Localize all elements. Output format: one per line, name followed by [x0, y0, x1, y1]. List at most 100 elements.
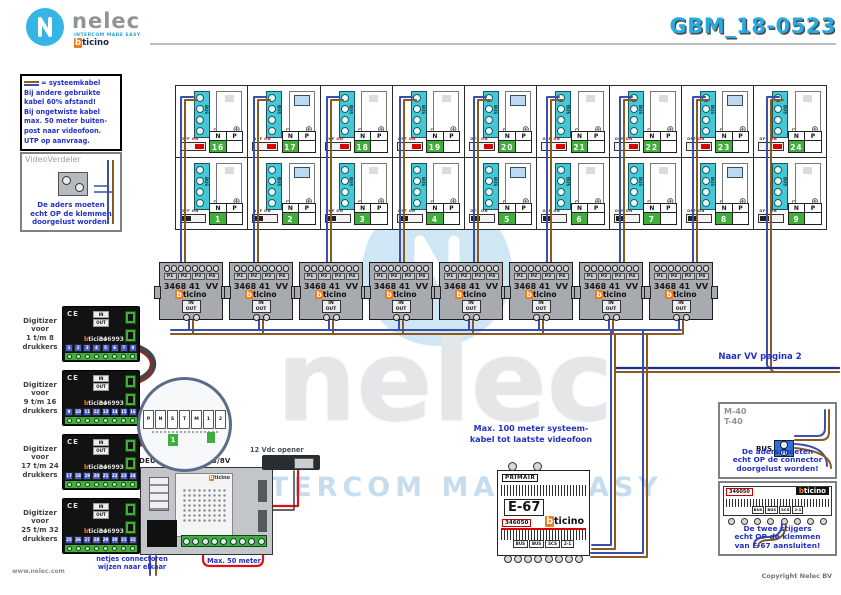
- bus-terminal: BUS: [772, 91, 789, 138]
- digitizer-row: Digitizer voor 1 t/m 8 drukkers CE IN OU…: [18, 306, 142, 362]
- dip-switch-labels: OFF ON: [759, 209, 778, 213]
- dip-switch-labels: OFF ON: [325, 137, 344, 141]
- website-url: www.nelec.com: [12, 568, 65, 575]
- brand-tagline: INTERCOM MADE EASY: [74, 33, 141, 38]
- videophone-screen: [293, 167, 310, 178]
- dip-switch: [758, 214, 785, 223]
- ce-mark: CE: [67, 374, 79, 382]
- digitizer-stack: Digitizer voor 1 t/m 8 drukkers CE IN OU…: [18, 306, 142, 562]
- legend-text: = systeemkabel: [41, 79, 101, 87]
- videophone-front-panel: [650, 163, 677, 208]
- p-value-cell: [804, 212, 822, 225]
- opener-label: 12 Vdc opener: [250, 446, 304, 454]
- dip-switch-labels: OFF ON: [181, 137, 199, 141]
- bus-terminal-label: BUS: [710, 105, 716, 115]
- videoverdeler-title: VideoVerdeler: [25, 155, 81, 164]
- psu-model: E-67: [504, 499, 545, 516]
- bticino-logo: bticino: [246, 290, 277, 299]
- dip-switch: [686, 142, 713, 151]
- dip-indicator: [556, 144, 566, 149]
- digitizer-model-number: 346993: [98, 400, 124, 407]
- button-hole-grid: [182, 488, 228, 524]
- door-opener-icon: [262, 455, 320, 470]
- digitizer-row: Digitizer voor 25 t/m 32 drukkers CE IN …: [18, 498, 142, 554]
- video-distributor-unit: P1 P2 P3 P4 3468 41 VV bticino IN OUT: [644, 262, 718, 322]
- nelec-logo-icon: [26, 8, 64, 46]
- vv-terminals: P1 P2 P3 P4: [230, 263, 292, 280]
- videophone-front-panel: [216, 91, 243, 136]
- address-number-badge: 18: [353, 140, 372, 153]
- ribbon-connector: [147, 520, 177, 547]
- dip-indicator: [254, 216, 264, 221]
- videoverdeler-wires: [94, 160, 114, 224]
- bus-terminal: BUS: [555, 91, 572, 138]
- dip-switch: [396, 142, 423, 151]
- p-value-cell: [514, 140, 533, 153]
- m40-note: De aders moeten echt OP de connector doo…: [732, 446, 823, 474]
- vv-in-out-terminal: IN OUT: [391, 300, 411, 314]
- dip-switch-labels: OFF ON: [397, 137, 416, 141]
- ce-mark: CE: [67, 310, 79, 318]
- bus-terminal-label: BUS: [637, 105, 643, 115]
- header-divider: [150, 43, 836, 45]
- dip-indicator: [339, 144, 349, 149]
- bticino-logo: bticino: [316, 290, 347, 299]
- dip-switch: [469, 214, 496, 223]
- dip-switch: [252, 142, 279, 151]
- dip-switch-labels: OFF ON: [470, 137, 488, 141]
- dip-switch: [252, 214, 279, 223]
- dip-switch-labels: OFF ON: [614, 209, 633, 213]
- videophone-unit: BUS ⌐ OFF ON NP 24: [753, 85, 827, 158]
- bticino-logo: bticino: [456, 290, 487, 299]
- address-number-badge: 9: [787, 212, 806, 225]
- connectors-note: netjes connectoren wijzen naar elkaar: [96, 555, 168, 571]
- dip-indicator: [760, 216, 770, 221]
- videophone-screen: [727, 167, 744, 178]
- bus-terminal-label: BUS: [204, 105, 209, 115]
- ce-mark: CE: [67, 502, 79, 510]
- videophone-unit: BUS ⌐ OFF ON NP 8: [681, 157, 755, 230]
- digitizer-model-number: 346993: [98, 464, 124, 471]
- videophone-screen: [510, 95, 527, 106]
- vv-in-out-terminal: IN OUT: [321, 300, 341, 314]
- dip-switch: [324, 214, 351, 223]
- dip-indicator: [182, 216, 191, 221]
- psu-terminals: BUS BUS SCS 2-1: [501, 539, 586, 548]
- address-number-badge: 24: [787, 140, 806, 153]
- address-number-badge: 22: [643, 140, 661, 153]
- address-badge-secondary: [207, 432, 215, 443]
- bus-terminal: BUS: [627, 163, 644, 210]
- videophone-front-panel: [433, 91, 460, 136]
- ribbon-socket-in: [125, 375, 136, 388]
- videophone-front-panel: [577, 91, 604, 136]
- bus-terminal-label: BUS: [782, 105, 788, 115]
- dip-switch-labels: OFF ON: [181, 209, 199, 213]
- video-distributor-unit: P1 P2 P3 P4 3468 41 VV bticino IN OUT: [224, 262, 298, 322]
- vv-terminals: P1 P2 P3 P4: [370, 263, 432, 280]
- in-out-diagram: IN OUT: [90, 437, 112, 456]
- videophone-front-panel: [794, 91, 821, 136]
- e67-bottom-view: 346050 bticino BUS BUS SCS 2-1: [723, 486, 832, 516]
- videophone-unit: BUS ⌐ OFF ON NP 7: [608, 157, 683, 230]
- dip-indicator: [471, 216, 481, 221]
- vv-model-number: 3468 41 VV: [443, 282, 499, 291]
- dip-switch: [469, 142, 496, 151]
- max-50m-note: Max. 50 meter: [207, 557, 261, 565]
- address-number-badge: 16: [209, 140, 227, 153]
- copyright: Copyright Nelec BV: [761, 572, 832, 580]
- videophone-front-panel: [577, 163, 604, 208]
- deurstation: bticino: [140, 467, 273, 555]
- dip-switch-labels: OFF ON: [253, 209, 271, 213]
- videophone-unit: BUS ⌐ OFF ON NP 20: [464, 85, 538, 158]
- dip-switch: [758, 142, 785, 151]
